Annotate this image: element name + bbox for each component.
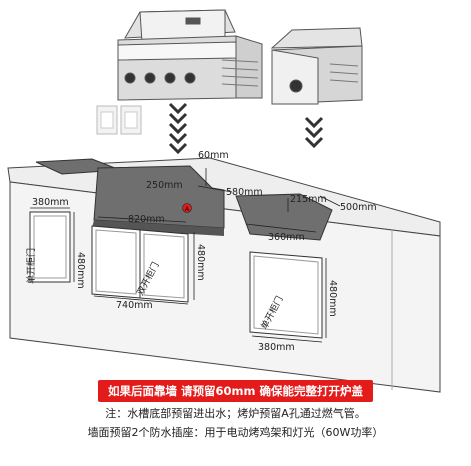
right-door-height-label: 480mm [327,280,338,317]
grill-illustration [117,9,263,101]
side-burner-width-label: 360mm [268,232,305,243]
grill-right-label: 580mm [226,187,263,198]
sink-height-label: 480mm [75,252,86,289]
grill-width-label: 820mm [128,214,165,225]
chevron-down-icon [304,116,324,149]
warning-banner: 如果后面靠墙 请预留60mm 确保能完整打开炉盖 [98,380,373,402]
side-burner-depth-label: 215mm [290,194,327,205]
sink-door-label: 单开柜门 [25,248,37,284]
rear-clearance-label: 60mm [198,150,229,161]
right-door [249,251,323,339]
dimension-lines [30,168,341,343]
double-door-width-label: 740mm [116,300,153,311]
grill-depth-label: 250mm [146,180,183,191]
sink-width-label: 380mm [32,197,69,208]
double-door-height-label: 480mm [195,244,206,281]
gas-hole-label: A [185,206,190,213]
note-line-1: 注：水槽底部预留进出水；烤炉预留A孔通过燃气管。 [105,407,366,420]
side-burner-illustration [270,27,363,105]
note-line-2: 墙面预留2个防水插座：用于电动烤鸡架和灯光（60W功率） [87,426,384,439]
gas-hole-marker [182,203,192,213]
sink-door [29,211,71,283]
side-burner-right-label: 500mm [340,202,377,213]
island-cabinet: A [7,157,441,393]
notes-section: 如果后面靠墙 请预留60mm 确保能完整打开炉盖 注：水槽底部预留进出水；烤炉预… [0,380,471,440]
chevron-down-icon [168,102,188,155]
right-door-width-label: 380mm [258,342,295,353]
wall-outlets [96,105,142,135]
